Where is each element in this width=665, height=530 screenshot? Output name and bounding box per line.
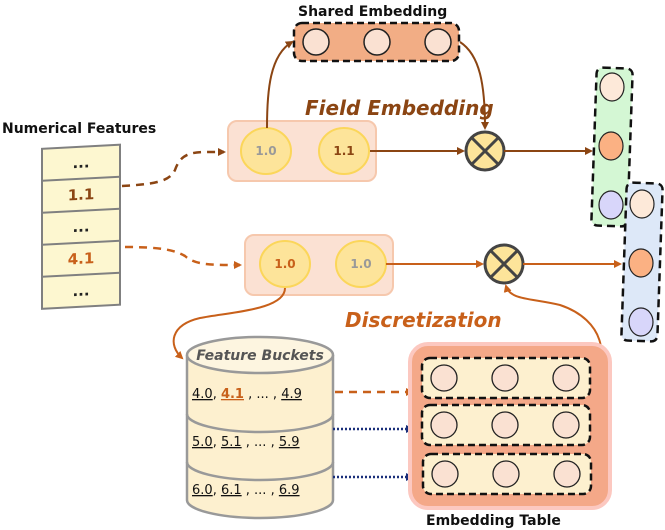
- svg-text:6.0, 6.1 , ... , 6.9: 6.0, 6.1 , ... , 6.9: [192, 483, 300, 498]
- multiply-icon-bottom: [483, 243, 525, 285]
- shared-embedding-title: Shared Embedding: [298, 4, 447, 20]
- numerical-features-title: Numerical Features: [2, 121, 156, 137]
- output-vector-green: [590, 66, 634, 228]
- svg-text:4.0, 4.1 , ... , 4.9: 4.0, 4.1 , ... , 4.9: [192, 387, 302, 402]
- bucket-value: 5.1: [221, 435, 242, 450]
- feature-column: ... 1.1 ... 4.1 ...: [41, 143, 121, 310]
- embedding-cell: [302, 28, 330, 56]
- bucket-row: 4.0, 4.1 , ... , 4.9: [192, 387, 302, 402]
- arrow-to-shared-embedding: [266, 40, 294, 129]
- arrow-shared-to-multiply: [459, 41, 489, 130]
- dashed-arrow-to-discretization: [124, 245, 242, 269]
- discretization-node-value: 1.0: [350, 257, 371, 271]
- field-embedding-label: Field Embedding: [305, 96, 494, 120]
- multiply-icon-top: [464, 130, 506, 172]
- bucket-row: 5.0, 5.1 , ... , 5.9: [192, 435, 300, 450]
- feature-buckets-title: Feature Buckets: [196, 348, 324, 364]
- discretization-node-1-0: 1.0: [274, 257, 295, 271]
- feature-buckets-cylinder: Feature Buckets: [185, 335, 335, 520]
- feature-cell-1-1: 1.1: [68, 185, 95, 204]
- bucket-row: 6.0, 6.1 , ... , 6.9: [192, 483, 300, 498]
- svg-text:5.0, 5.1 , ... , 5.9: 5.0, 5.1 , ... , 5.9: [192, 435, 300, 450]
- field-node-1-1: 1.1: [333, 144, 354, 158]
- discretization-panel: 1.0 1.0: [244, 234, 394, 296]
- dashed-arrow-to-field-embedding: [121, 147, 226, 188]
- discretization-label: Discretization: [345, 308, 502, 332]
- feature-cell-4-1: 4.1: [68, 249, 95, 268]
- embedding-cell: [363, 28, 391, 56]
- field-node-1-0: 1.0: [255, 144, 276, 158]
- bucket-value: 6.0: [192, 483, 213, 498]
- bucket-value: 5.9: [279, 435, 300, 450]
- bucket-value-highlight: 4.1: [221, 387, 244, 402]
- embedding-table: [408, 342, 612, 510]
- output-vector-blue: [620, 181, 664, 343]
- bucket-value: 6.9: [279, 483, 300, 498]
- feature-cell: ...: [72, 217, 89, 236]
- bucket-value: 4.9: [281, 387, 302, 402]
- arrow-to-feature-buckets: [172, 287, 286, 360]
- bucket-value: 5.0: [192, 435, 213, 450]
- feature-cell: ...: [72, 281, 89, 300]
- bucket-value: 6.1: [221, 483, 242, 498]
- field-embedding-panel: 1.0 1.1: [227, 120, 377, 182]
- embedding-cell: [424, 28, 452, 56]
- shared-embedding-vector: [292, 21, 461, 63]
- bucket-value: 4.0: [192, 387, 213, 402]
- feature-cell: ...: [72, 153, 89, 172]
- embedding-table-title: Embedding Table: [426, 513, 561, 529]
